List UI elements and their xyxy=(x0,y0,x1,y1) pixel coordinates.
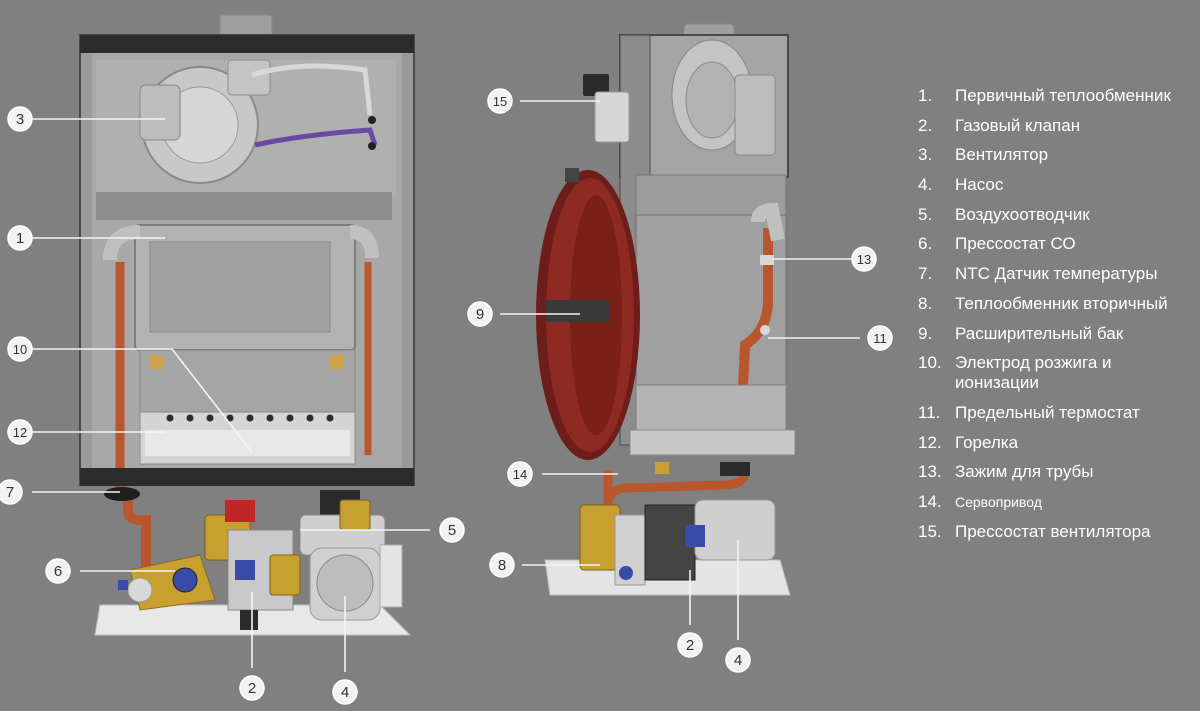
legend-item-1: 1.Первичный теплообменник xyxy=(918,86,1171,105)
burner xyxy=(139,411,356,465)
fan xyxy=(139,59,378,184)
callout-14: 14 xyxy=(507,461,533,487)
svg-text:10: 10 xyxy=(13,342,27,357)
svg-text:2: 2 xyxy=(248,680,256,697)
legend-item-7: 7.NTC Датчик температуры xyxy=(918,264,1158,284)
svg-text:4: 4 xyxy=(341,684,349,701)
svg-text:2: 2 xyxy=(686,637,694,654)
legend-item-15: 15.Прессостат вентилятора xyxy=(918,521,1151,541)
casing-top-edge xyxy=(80,35,414,53)
fan-pressure-switch-top xyxy=(583,74,609,96)
svg-text:11: 11 xyxy=(873,331,887,346)
boiler-front-view xyxy=(79,14,415,636)
red-fitting xyxy=(225,500,255,522)
boiler-side-view xyxy=(536,23,796,596)
legend-item-8: 8.Теплообменник вторичный xyxy=(918,293,1168,313)
side-elbow xyxy=(751,202,785,242)
ntc-sensor-body xyxy=(104,487,140,501)
callout-12: 12 xyxy=(7,419,33,445)
legend-list: 1.Первичный теплообменник 2.Газовый клап… xyxy=(918,86,1200,551)
callout-5: 5 xyxy=(439,517,465,543)
svg-text:14: 14 xyxy=(513,467,527,482)
divider-shelf xyxy=(96,192,392,220)
pump-side xyxy=(694,499,776,561)
legend-item-6: 6.Прессостат СО xyxy=(918,234,1076,254)
callout-2-side: 2 xyxy=(677,632,703,658)
side-fan xyxy=(671,39,776,156)
pipe-clamp xyxy=(760,255,774,265)
legend-item-5: 5.Воздухоотводчик xyxy=(918,204,1090,224)
svg-text:3: 3 xyxy=(16,111,24,128)
legend-item-14: 14.Сервопривод xyxy=(918,491,1042,511)
callout-4-front: 4 xyxy=(332,679,358,705)
svg-text:13: 13 xyxy=(857,252,871,267)
callout-13: 13 xyxy=(851,246,877,272)
copper-pipe-ntc xyxy=(123,495,151,568)
casing-bottom-edge xyxy=(80,468,414,486)
legend-item-9: 9.Расширительный бак xyxy=(918,323,1124,343)
combustion-chamber xyxy=(139,349,356,416)
leader-10 xyxy=(32,348,253,453)
legend-item-11: 11.Предельный термостат xyxy=(918,402,1140,422)
side-heat-exchanger xyxy=(635,214,787,391)
svg-text:7: 7 xyxy=(6,484,14,501)
callout-3: 3 xyxy=(7,106,33,132)
leader-lines xyxy=(32,100,862,672)
flue-collar xyxy=(219,14,273,38)
legend-item-12: 12.Горелка xyxy=(918,432,1019,452)
svg-text:6: 6 xyxy=(54,563,62,580)
callout-6: 6 xyxy=(45,558,71,584)
legend-item-10: 10.Электрод розжига и ионизации xyxy=(918,353,1112,393)
svg-text:1: 1 xyxy=(16,230,24,247)
primary-heat-exchanger xyxy=(103,224,379,351)
side-bottom-plate xyxy=(629,429,796,456)
secondary-hx-brass xyxy=(579,504,621,571)
svg-text:5: 5 xyxy=(448,522,456,539)
fan-pressure-switch-body xyxy=(594,91,630,143)
side-hydraulic-group xyxy=(544,462,791,596)
callout-2-front: 2 xyxy=(239,675,265,701)
callout-11: 11 xyxy=(867,325,893,351)
svg-text:12: 12 xyxy=(13,425,27,440)
callout-4-side: 4 xyxy=(725,647,751,673)
callout-1: 1 xyxy=(7,225,33,251)
svg-text:15: 15 xyxy=(493,94,507,109)
front-hydraulic-group xyxy=(94,487,412,636)
limit-thermostat xyxy=(760,325,770,335)
callout-8: 8 xyxy=(489,552,515,578)
callout-7: 7 xyxy=(0,479,23,505)
insulation-clip-right xyxy=(330,355,344,369)
legend-item-3: 3.Вентилятор xyxy=(918,145,1049,165)
callout-15: 15 xyxy=(487,88,513,114)
callout-10: 10 xyxy=(7,336,33,362)
tank-bracket xyxy=(545,300,610,322)
svg-text:9: 9 xyxy=(476,306,484,323)
svg-text:8: 8 xyxy=(498,557,506,574)
legend-item-4: 4.Насос xyxy=(918,175,1004,195)
insulation-clip-left xyxy=(150,355,164,369)
svg-text:4: 4 xyxy=(734,652,742,669)
expansion-tank xyxy=(536,168,640,460)
legend-item-13: 13.Зажим для трубы xyxy=(918,462,1094,482)
callout-9: 9 xyxy=(467,301,493,327)
legend-item-2: 2.Газовый клапан xyxy=(918,115,1081,135)
